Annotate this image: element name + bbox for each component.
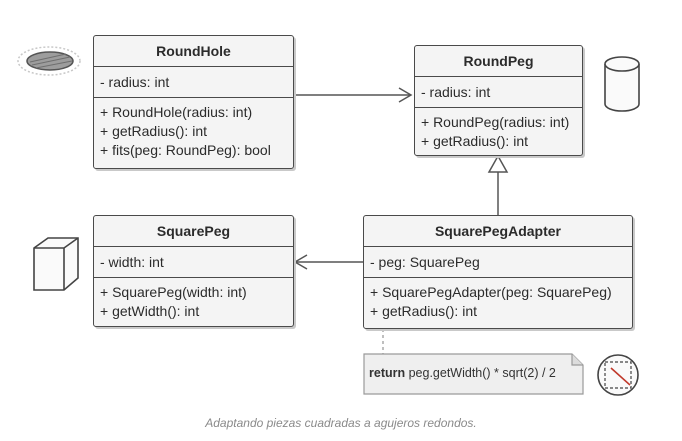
class-square-peg-adapter: SquarePegAdapter - peg: SquarePeg + Squa… [363, 215, 633, 329]
attribute: - peg: SquarePeg [370, 254, 480, 270]
method: + SquarePegAdapter(peg: SquarePeg) [370, 284, 612, 300]
class-name: RoundHole [94, 36, 293, 67]
class-round-hole: RoundHole - radius: int + RoundHole(radi… [93, 35, 294, 169]
square-in-circle-icon [597, 354, 639, 396]
class-round-peg: RoundPeg - radius: int + RoundPeg(radius… [414, 45, 583, 156]
class-methods: + SquarePeg(width: int) + getWidth(): in… [94, 278, 293, 326]
association-arrowhead [293, 254, 308, 270]
class-methods: + RoundPeg(radius: int) + getRadius(): i… [415, 108, 582, 156]
method: + fits(peg: RoundPeg): bool [100, 142, 271, 158]
class-name: RoundPeg [415, 46, 582, 77]
association-arrowhead [398, 87, 413, 103]
attribute: - radius: int [421, 84, 491, 100]
note-expression: peg.getWidth() * sqrt(2) / 2 [405, 366, 556, 380]
class-name: SquarePeg [94, 216, 293, 247]
cylinder-icon [604, 56, 640, 112]
method: + RoundHole(radius: int) [100, 104, 253, 120]
inheritance-arrowhead [487, 154, 509, 173]
code-note: return peg.getWidth() * sqrt(2) / 2 [363, 353, 584, 395]
cube-icon [33, 237, 79, 291]
method: + getRadius(): int [370, 303, 477, 319]
class-methods: + SquarePegAdapter(peg: SquarePeg) + get… [364, 278, 632, 326]
round-hole-icon [17, 46, 81, 76]
method: + getRadius(): int [421, 133, 528, 149]
class-methods: + RoundHole(radius: int) + getRadius(): … [94, 98, 293, 165]
class-attributes: - radius: int [94, 67, 293, 98]
figure-caption: Adaptando piezas cuadradas a agujeros re… [205, 416, 477, 430]
class-name: SquarePegAdapter [364, 216, 632, 247]
method: + RoundPeg(radius: int) [421, 114, 570, 130]
method: + getRadius(): int [100, 123, 207, 139]
note-shape [363, 353, 584, 395]
note-keyword: return [369, 366, 406, 380]
class-attributes: - radius: int [415, 77, 582, 108]
note-code: return peg.getWidth() * sqrt(2) / 2 [369, 366, 556, 380]
attribute: - width: int [100, 254, 164, 270]
method: + SquarePeg(width: int) [100, 284, 247, 300]
class-attributes: - peg: SquarePeg [364, 247, 632, 278]
method: + getWidth(): int [100, 303, 200, 319]
class-attributes: - width: int [94, 247, 293, 278]
class-square-peg: SquarePeg - width: int + SquarePeg(width… [93, 215, 294, 327]
attribute: - radius: int [100, 74, 170, 90]
